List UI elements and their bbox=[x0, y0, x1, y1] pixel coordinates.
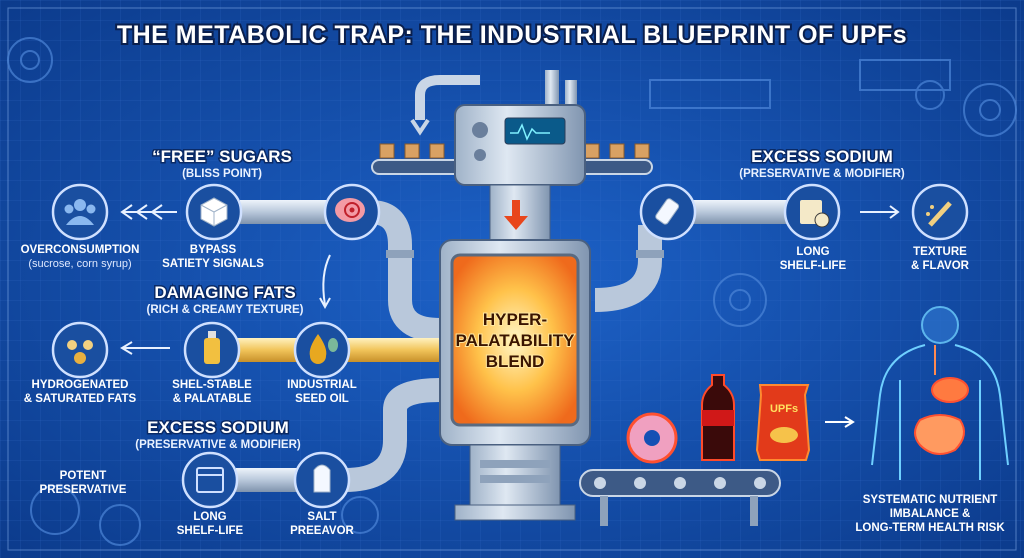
calendar-clock-icon bbox=[783, 183, 841, 241]
arrow-left-icon bbox=[120, 341, 170, 355]
texture-label-line1: TEXTURE bbox=[913, 246, 967, 258]
long-shelf-right-line2: SHELF-LIFE bbox=[780, 260, 847, 272]
long-shelf-left-line2: SHELF-LIFE bbox=[177, 525, 244, 537]
long-shelf-left-line1: LONG bbox=[193, 511, 226, 523]
page-title: THE METABOLIC TRAP: THE INDUSTRIAL BLUEP… bbox=[117, 21, 907, 49]
salt-label-line2: PREEAVOR bbox=[290, 525, 354, 537]
outcome-line2: IMBALANCE & bbox=[890, 508, 971, 520]
fats-heading: DAMAGING FATS bbox=[154, 283, 295, 302]
bypass-label-line1: BYPASS bbox=[190, 244, 237, 256]
outcome-line3: LONG-TERM HEALTH RISK bbox=[855, 522, 1005, 534]
machine-label-line1: HYPER- bbox=[483, 310, 547, 329]
outcome-line1: SYSTEMATIC NUTRIENT bbox=[863, 494, 998, 506]
icon-circles bbox=[51, 183, 969, 509]
chips-bag: UPFs bbox=[755, 384, 811, 461]
overconsumption-note: (sucrose, corn syrup) bbox=[28, 258, 131, 270]
seed-oil-label-line2: SEED OIL bbox=[295, 393, 349, 405]
donut-icon bbox=[626, 412, 678, 464]
sodium-left-heading: EXCESS SODIUM bbox=[147, 418, 289, 437]
arrow-to-body-icon bbox=[825, 416, 855, 428]
oil-drops-icon bbox=[51, 321, 109, 379]
arrow-right-icon bbox=[860, 205, 900, 219]
shelf-stable-label-line2: & PALATABLE bbox=[173, 393, 252, 405]
long-shelf-right-line1: LONG bbox=[796, 246, 829, 258]
salt-shaker-icon bbox=[639, 183, 697, 241]
down-arrow-icon bbox=[504, 200, 528, 230]
sugar-cube-icon bbox=[185, 183, 243, 241]
arrows-left-icon bbox=[120, 204, 177, 220]
soda-bottle-icon bbox=[701, 374, 735, 461]
salt-shaker-icon bbox=[293, 451, 351, 509]
salt-label-line1: SALT bbox=[307, 511, 336, 523]
bypass-label-line2: SATIETY SIGNALS bbox=[162, 258, 264, 270]
calendar-icon bbox=[181, 451, 239, 509]
sodium-left-subheading: (PRESERVATIVE & MODIFIER) bbox=[135, 439, 301, 451]
oil-bottle-icon bbox=[183, 321, 241, 379]
overconsumption-label: OVERCONSUMPTION bbox=[21, 244, 140, 256]
gear-icon bbox=[7, 37, 1017, 546]
texture-brush-icon bbox=[911, 183, 969, 241]
sugars-heading: “FREE” SUGARS bbox=[152, 147, 292, 166]
potent-label-line2: PRESERVATIVE bbox=[40, 484, 127, 496]
sugars-subheading: (BLISS POINT) bbox=[182, 168, 262, 180]
arrow-down-icon bbox=[319, 254, 331, 310]
machine-label-line2: PALATABILITY bbox=[456, 331, 576, 350]
fats-subheading: (RICH & CREAMY TEXTURE) bbox=[147, 304, 304, 316]
hydrogenated-label-line2: & SATURATED FATS bbox=[24, 393, 137, 405]
processing-machine: HYPER- PALATABILITY BLEND bbox=[410, 70, 591, 521]
people-icon bbox=[51, 183, 109, 241]
brain-target-icon bbox=[323, 183, 381, 241]
hydrogenated-label-line1: HYDROGENATED bbox=[32, 379, 129, 391]
seed-oil-label-line1: INDUSTRIAL bbox=[287, 379, 357, 391]
chips-label: UPFs bbox=[770, 403, 798, 415]
shelf-stable-label-line1: SHEL-STABLE bbox=[172, 379, 252, 391]
texture-label-line2: & FLAVOR bbox=[911, 260, 970, 272]
sodium-right-subheading: (PRESERVATIVE & MODIFIER) bbox=[739, 168, 905, 180]
sodium-right-heading: EXCESS SODIUM bbox=[751, 147, 893, 166]
machine-label-line3: BLEND bbox=[486, 352, 545, 371]
potent-label-line1: POTENT bbox=[60, 470, 107, 482]
human-body-icon bbox=[871, 306, 1009, 480]
bottom-conveyor bbox=[579, 469, 781, 526]
oil-drop-leaf-icon bbox=[293, 321, 351, 379]
